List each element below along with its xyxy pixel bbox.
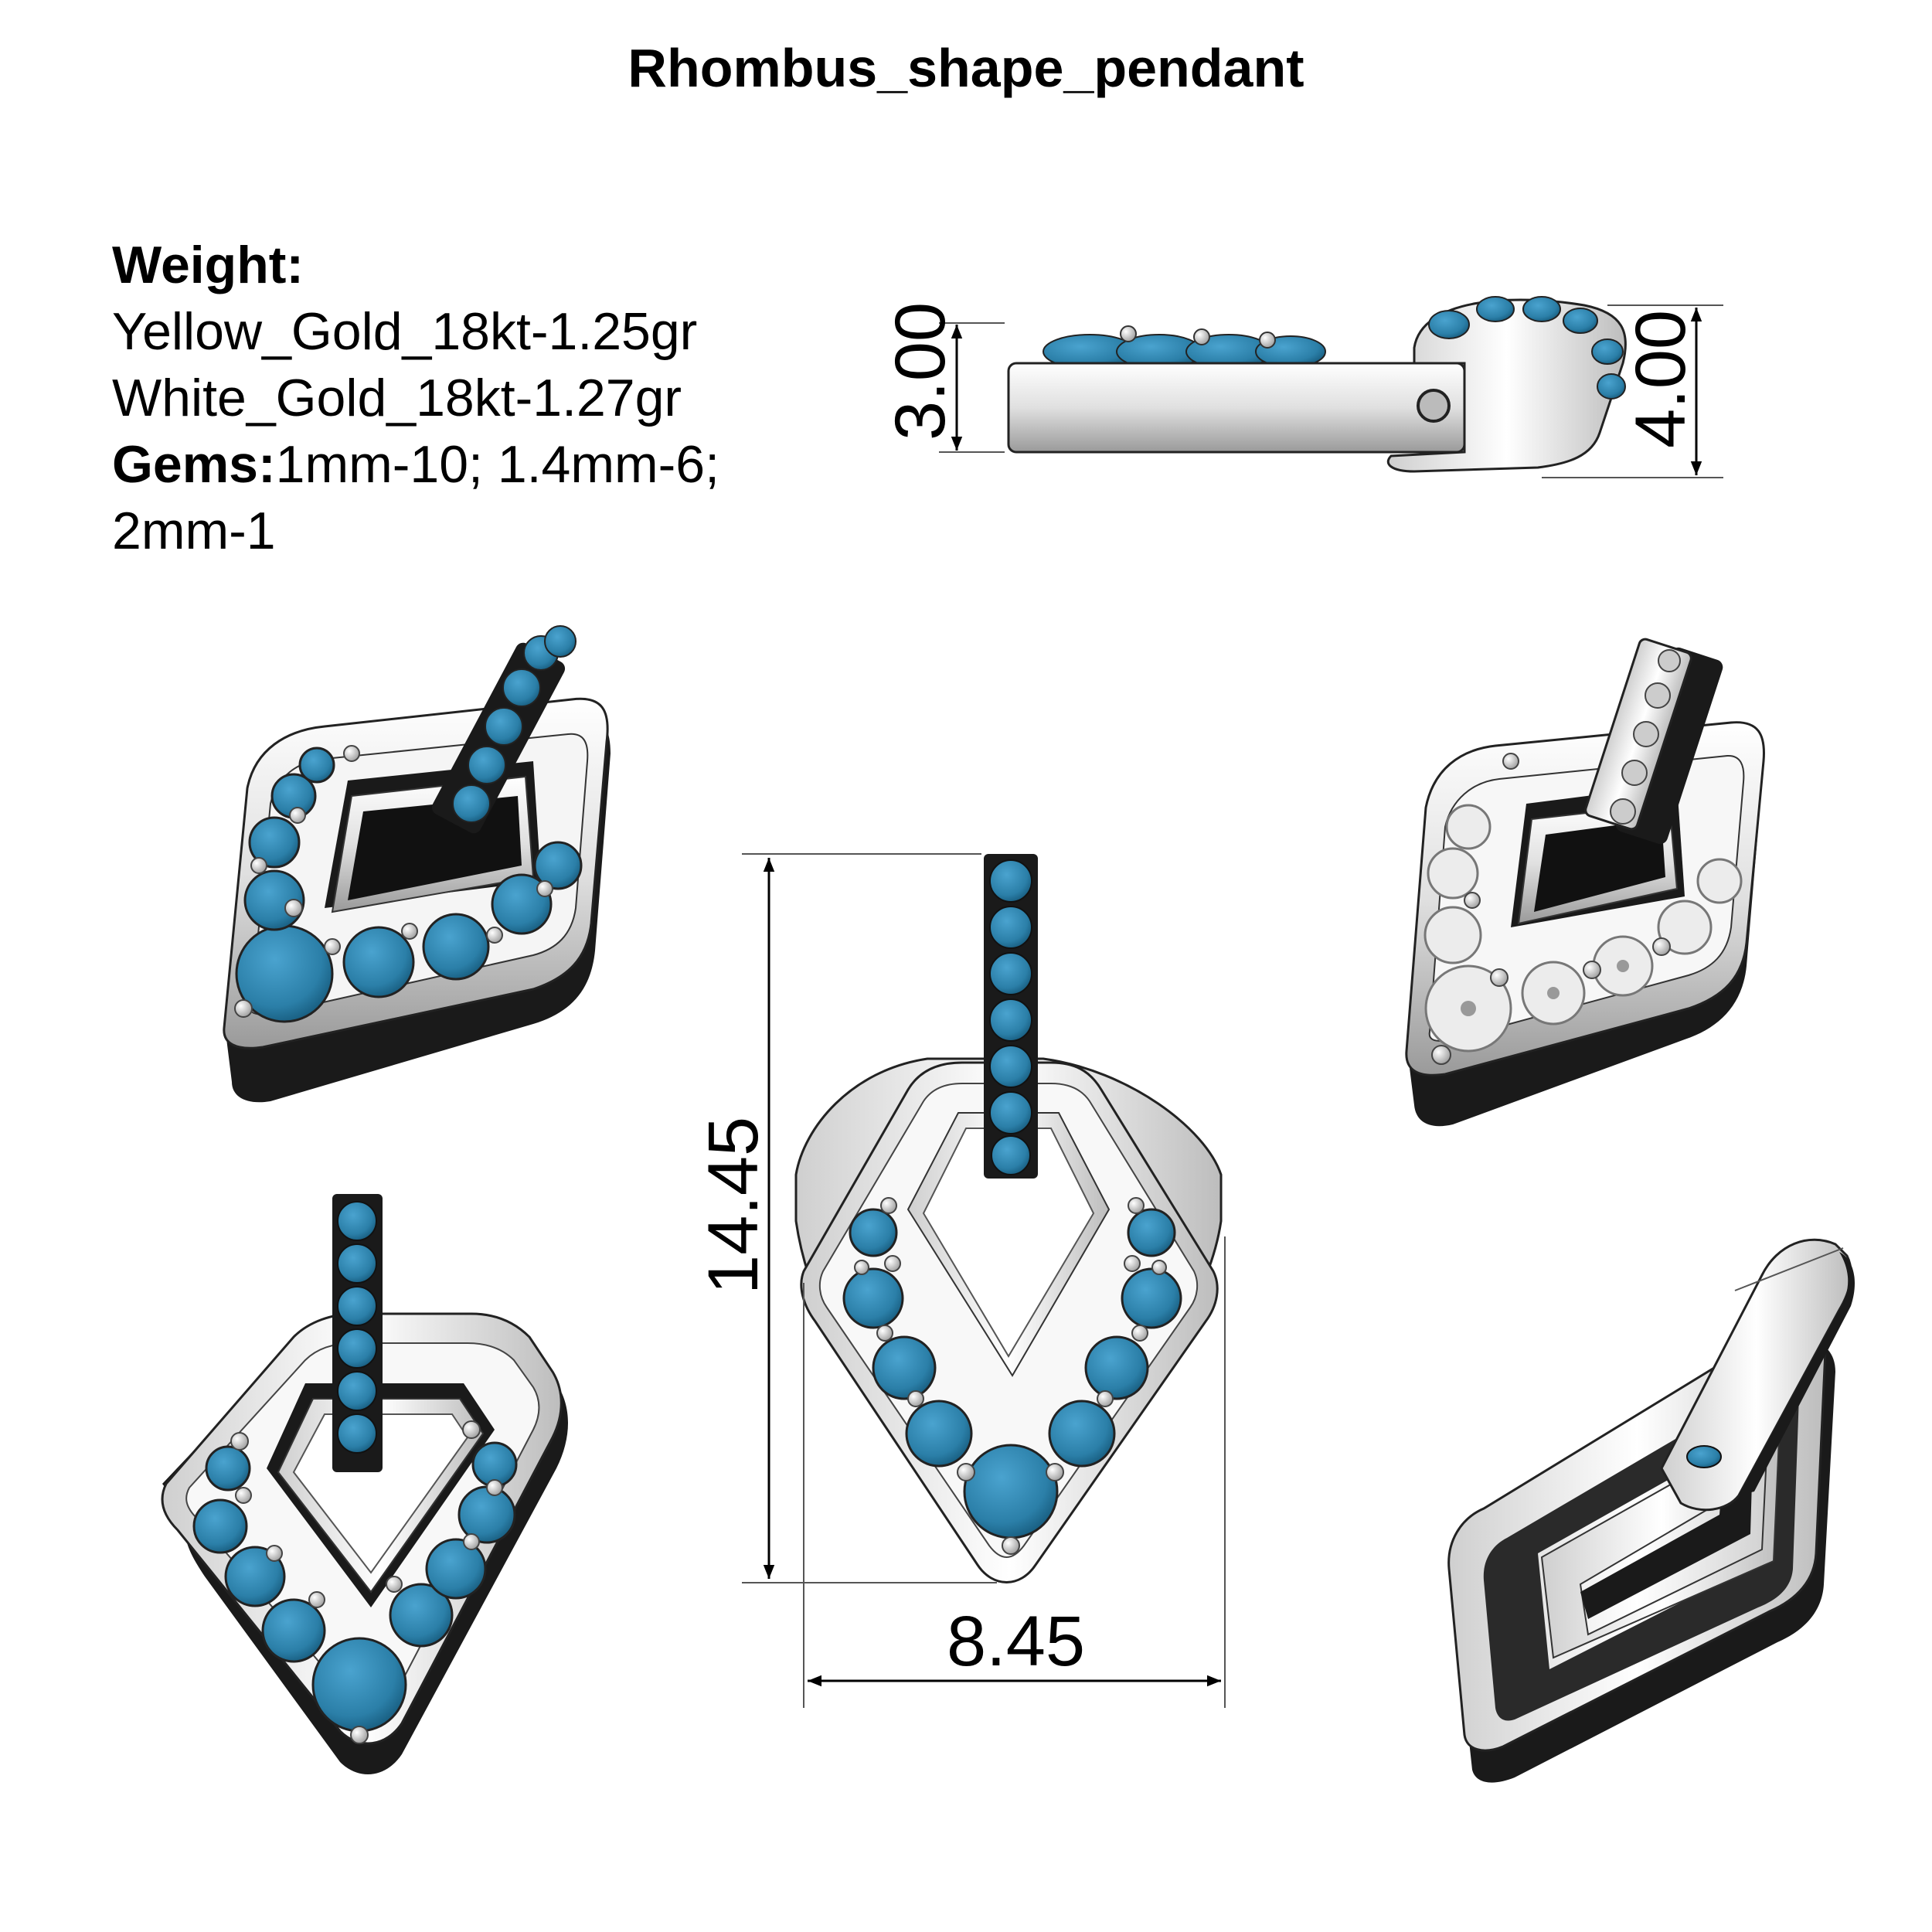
perspective-tr-bail bbox=[1584, 638, 1692, 831]
dimension-width: 8.45 bbox=[803, 1236, 1226, 1708]
gems-value-continued: 2mm-1 bbox=[112, 502, 276, 560]
dimension-width-label: 8.45 bbox=[947, 1602, 1085, 1681]
perspective-tr-empty-settings bbox=[1423, 753, 1743, 1065]
yellow-gold-weight: Yellow_Gold_18kt-1.25gr bbox=[112, 302, 698, 361]
side-view-gems bbox=[1043, 325, 1326, 369]
side-view-body bbox=[1007, 362, 1466, 454]
page-title: Rhombus_shape_pendant bbox=[628, 38, 1304, 98]
weight-label: Weight: bbox=[112, 236, 304, 294]
dimension-height: 14.45 bbox=[694, 853, 997, 1583]
perspective-view-top-left bbox=[223, 625, 611, 1103]
dimension-bail-height: 4.00 bbox=[1542, 304, 1723, 478]
front-view-bail bbox=[984, 854, 1038, 1179]
spec-block: Weight: Yellow_Gold_18kt-1.25gr White_Go… bbox=[112, 232, 719, 564]
dimension-thickness-label: 3.00 bbox=[881, 302, 960, 440]
white-gold-weight: White_Gold_18kt-1.27gr bbox=[112, 369, 682, 427]
perspective-tl-gems bbox=[234, 745, 583, 1023]
gems-value: 1mm-10; 1.4mm-6; bbox=[275, 435, 719, 494]
front-view-gems bbox=[842, 1197, 1182, 1555]
perspective-bl-gems bbox=[192, 1420, 518, 1744]
gems-label: Gems: bbox=[112, 435, 276, 494]
perspective-view-bottom-left bbox=[161, 1194, 568, 1775]
side-view: 3.00 4.00 bbox=[881, 296, 1723, 478]
side-view-pin bbox=[1417, 389, 1451, 423]
dimension-bail-height-label: 4.00 bbox=[1621, 310, 1700, 448]
side-view-bail-gems bbox=[1428, 296, 1626, 400]
perspective-bl-bail bbox=[332, 1194, 383, 1472]
dimension-thickness: 3.00 bbox=[881, 302, 1005, 453]
perspective-view-top-right bbox=[1405, 638, 1765, 1127]
perspective-br-bail bbox=[1660, 1238, 1855, 1512]
dimension-height-label: 14.45 bbox=[694, 1117, 773, 1294]
perspective-tl-bail-gems bbox=[452, 625, 577, 823]
perspective-view-bottom-right bbox=[1447, 1238, 1855, 1783]
front-view: 14.45 8.45 bbox=[694, 853, 1226, 1708]
